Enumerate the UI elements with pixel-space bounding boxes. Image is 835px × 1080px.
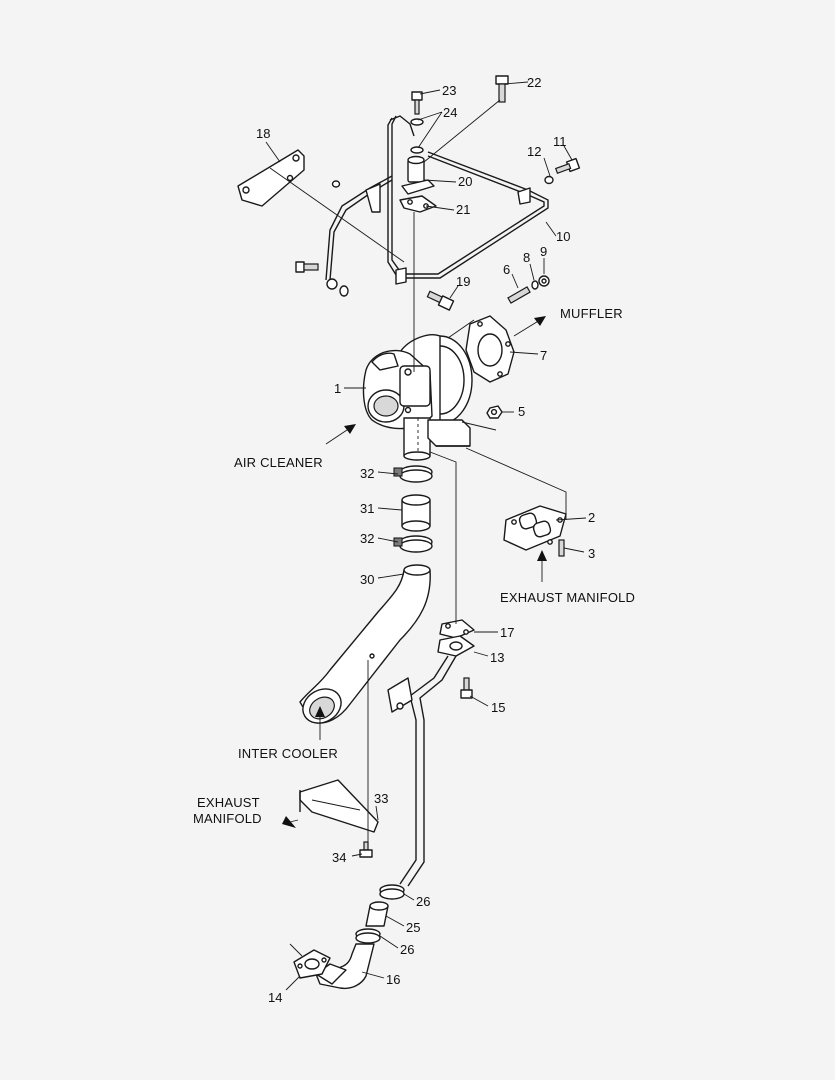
hose-clamp-32-upper (393, 465, 433, 483)
bolt-34 (359, 841, 373, 858)
label-inter-cooler: INTER COOLER (238, 746, 338, 761)
bolt-19 (426, 290, 455, 311)
washer-12 (544, 175, 554, 185)
label-exhaust-manifold-2-line1: EXHAUST (197, 795, 260, 810)
callout-10: 10 (556, 229, 570, 244)
gasket-17 (439, 619, 475, 639)
callout-22: 22 (527, 75, 541, 90)
callout-32-upper: 32 (360, 466, 374, 481)
hose-clamp-32-lower (393, 535, 433, 553)
gasket-21 (399, 195, 437, 213)
callout-13: 13 (490, 650, 504, 665)
banjo-bolt-left (295, 180, 349, 297)
nut-5 (486, 405, 503, 419)
callout-33: 33 (374, 791, 388, 806)
callout-8: 8 (523, 250, 530, 265)
arrow-air-cleaner (325, 424, 356, 445)
arrow-exhaust-manifold (537, 550, 547, 582)
callout-26-upper: 26 (416, 894, 430, 909)
bolt-22 (495, 75, 509, 103)
callout-numbers: 1 2 3 5 6 7 8 9 10 11 12 13 14 15 16 17 … (256, 75, 595, 1005)
callout-20: 20 (458, 174, 472, 189)
hose-31 (401, 494, 431, 532)
hose-clamp-26-upper (379, 884, 405, 900)
turbocharger-1 (362, 334, 473, 461)
callout-1: 1 (334, 381, 341, 396)
label-air-cleaner: AIR CLEANER (234, 455, 323, 470)
banjo-bolt-23 (411, 91, 423, 115)
callout-14: 14 (268, 990, 282, 1005)
oil-return-pipe (387, 655, 457, 887)
callout-6: 6 (503, 262, 510, 277)
oil-feed-pipe (325, 115, 549, 281)
nut-9 (538, 275, 550, 287)
callout-23: 23 (442, 83, 456, 98)
label-exhaust-manifold-2-line2: MANIFOLD (193, 811, 262, 826)
bolt-15 (460, 677, 473, 699)
stud-6 (507, 286, 531, 304)
label-muffler: MUFFLER (560, 306, 623, 321)
hose-25 (365, 901, 389, 927)
washer-24 (410, 118, 424, 154)
callout-7: 7 (540, 348, 547, 363)
callout-17: 17 (500, 625, 514, 640)
callout-3: 3 (588, 546, 595, 561)
label-exhaust-manifold: EXHAUST MANIFOLD (500, 590, 635, 605)
gasket-14 (293, 949, 331, 979)
callout-31: 31 (360, 501, 374, 516)
arrow-exhaust-manifold-2 (282, 816, 299, 828)
hose-clamp-26-lower (355, 928, 381, 944)
callout-19: 19 (456, 274, 470, 289)
bracket-18 (237, 149, 305, 207)
callout-15: 15 (491, 700, 505, 715)
callout-24: 24 (443, 105, 457, 120)
callout-30: 30 (360, 572, 374, 587)
intercooler-pipe-30 (299, 564, 431, 724)
banjo-fitting-20 (401, 155, 435, 195)
callout-2: 2 (588, 510, 595, 525)
callout-11: 11 (553, 134, 567, 149)
bolt-11 (554, 157, 581, 174)
callout-32-lower: 32 (360, 531, 374, 546)
callout-16: 16 (386, 972, 400, 987)
gasket-7 (465, 315, 515, 383)
callout-25: 25 (406, 920, 420, 935)
callout-5: 5 (518, 404, 525, 419)
callout-12: 12 (527, 144, 541, 159)
callout-26-lower: 26 (400, 942, 414, 957)
callout-21: 21 (456, 202, 470, 217)
destination-labels: MUFFLER AIR CLEANER EXHAUST MANIFOLD INT… (193, 306, 635, 826)
washer-8 (531, 280, 539, 290)
arrow-muffler (513, 316, 546, 337)
callout-9: 9 (540, 244, 547, 259)
callout-34: 34 (332, 850, 346, 865)
arrow-inter-cooler (315, 706, 325, 740)
pipe-clamp (365, 183, 531, 285)
flange-13 (437, 635, 475, 657)
bracket-33 (299, 779, 379, 833)
callout-18: 18 (256, 126, 270, 141)
leader-lines (265, 81, 587, 991)
gasket-2 (503, 505, 567, 551)
stud-3 (558, 539, 565, 557)
